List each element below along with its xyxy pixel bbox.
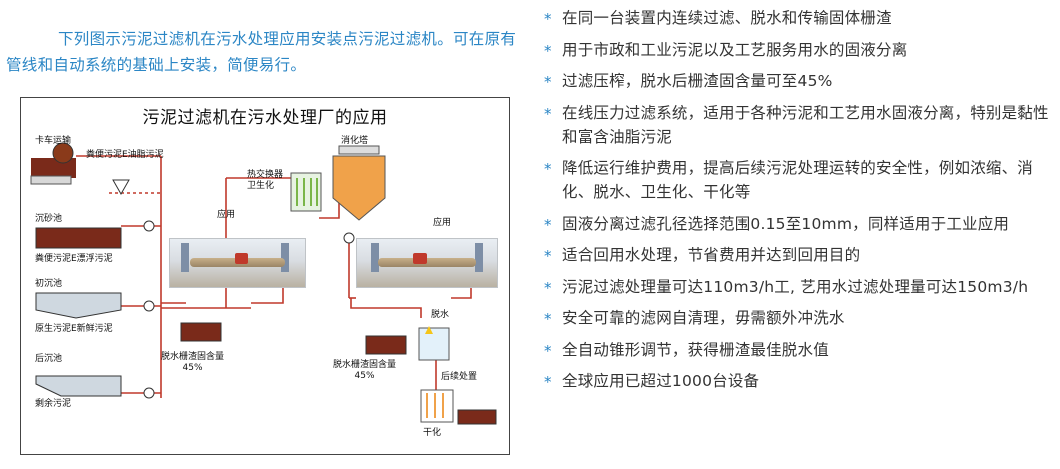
feature-item: *污泥过滤处理量可达110m3/h工, 艺用水过滤处理量可达150m3/h (544, 275, 1054, 299)
feature-item: *降低运行维护费用，提高后续污泥处理运转的安全性，例如浓缩、消化、脱水、卫生化、… (544, 156, 1054, 204)
asterisk-icon: * (544, 157, 552, 181)
asterisk-icon: * (544, 307, 552, 331)
process-diagram: 污泥过滤机在污水处理厂的应用 (20, 97, 510, 455)
install-photo-left (169, 238, 306, 288)
label-manure: 粪便污泥E油脂污泥 (86, 150, 164, 161)
label-grit: 沉砂池 (35, 214, 62, 225)
label-final: 后沉池 (35, 354, 62, 365)
label-post-disposal: 后续处置 (441, 372, 477, 383)
feature-item: *在线压力过滤系统，适用于各种污泥和工艺用水固液分离，特别是黏性和富含油脂污泥 (544, 101, 1054, 149)
asterisk-icon: * (544, 213, 552, 237)
label-primary-sub: 原生污泥E新鲜污泥 (35, 324, 113, 335)
feature-item: *适合回用水处理，节省费用并达到回用目的 (544, 243, 1054, 267)
feature-item: *全自动锥形调节，获得栅渣最佳脱水值 (544, 338, 1054, 362)
label-dewater-right: 脱水栅渣固含量 45% (333, 360, 396, 382)
label-final-sub: 剩余污泥 (35, 399, 71, 410)
label-digester: 消化塔 (341, 136, 368, 147)
label-truck: 卡车运输 (35, 136, 71, 147)
label-heat-exchanger: 热交换器 卫生化 (247, 170, 283, 192)
asterisk-icon: * (544, 102, 552, 126)
asterisk-icon: * (544, 276, 552, 300)
feature-list: *在同一台装置内连续过滤、脱水和传输固体栅渣 *用于市政和工业污泥以及工艺服务用… (544, 6, 1054, 401)
feature-item: *安全可靠的滤网自清理，毋需额外冲洗水 (544, 306, 1054, 330)
label-application-right: 应用 (433, 218, 451, 229)
asterisk-icon: * (544, 339, 552, 363)
label-dewatering: 脱水 (431, 310, 449, 321)
feature-item: *全球应用已超过1000台设备 (544, 369, 1054, 393)
feature-item: *固液分离过滤孔径选择范围0.15至10mm，同样适用于工业应用 (544, 212, 1054, 236)
label-grit-sub: 粪便污泥E漂浮污泥 (35, 254, 113, 265)
asterisk-icon: * (544, 39, 552, 63)
label-application-left: 应用 (217, 210, 235, 221)
asterisk-icon: * (544, 370, 552, 394)
asterisk-icon: * (544, 244, 552, 268)
label-drying: 干化 (423, 428, 441, 439)
install-photo-right (356, 238, 498, 288)
feature-item: *过滤压榨，脱水后栅渣固含量可至45% (544, 69, 1054, 93)
feature-item: *用于市政和工业污泥以及工艺服务用水的固液分离 (544, 38, 1054, 62)
label-primary: 初沉池 (35, 279, 62, 290)
asterisk-icon: * (544, 7, 552, 31)
label-dewater-left: 脱水栅渣固含量 45% (161, 352, 224, 374)
asterisk-icon: * (544, 70, 552, 94)
feature-item: *在同一台装置内连续过滤、脱水和传输固体栅渣 (544, 6, 1054, 30)
intro-text: 下列图示污泥过滤机在污水处理应用安装点污泥过滤机。可在原有管线和自动系统的基础上… (6, 26, 518, 78)
